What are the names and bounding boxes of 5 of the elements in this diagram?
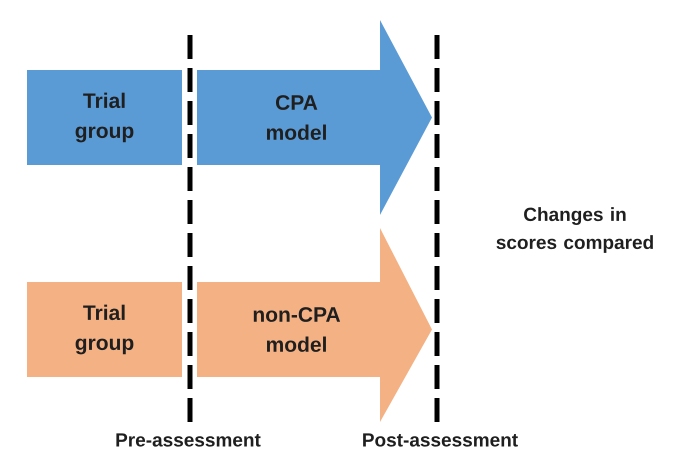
process-box: Trial group	[27, 70, 182, 165]
process-box: Trial group	[27, 282, 182, 377]
axis-label: Post-assessment	[363, 433, 518, 447]
axis-label: Pre-assessment	[116, 433, 261, 447]
note-text: Changes in scores compared	[496, 207, 653, 253]
